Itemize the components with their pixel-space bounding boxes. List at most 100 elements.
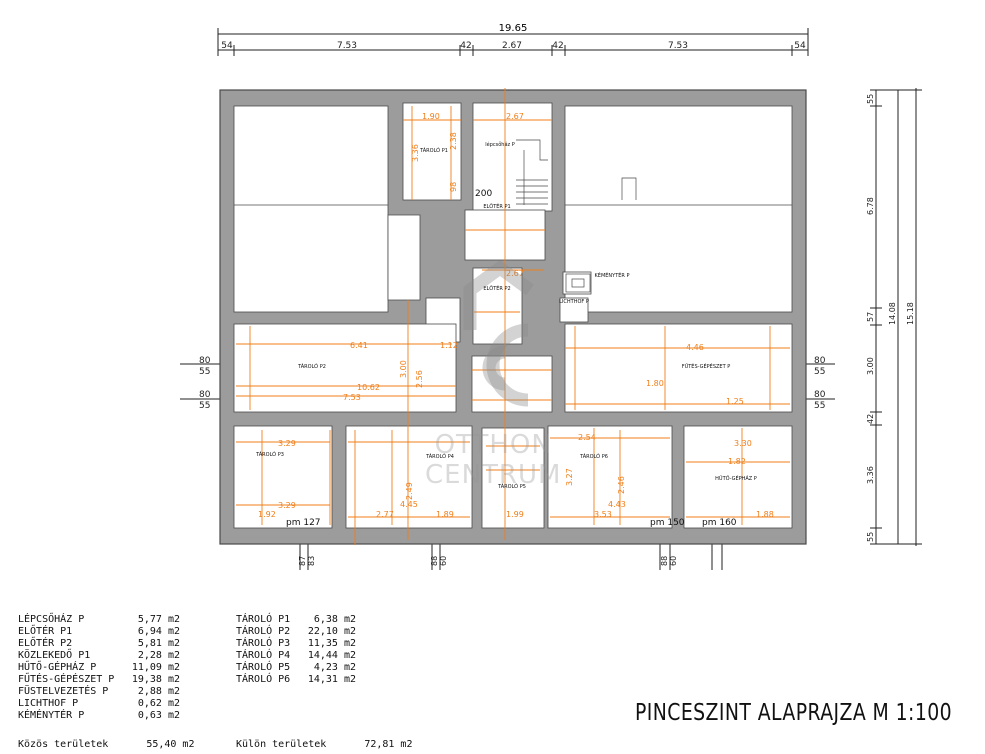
schedule-area: 11,35 m2 xyxy=(307,638,356,649)
ann-13: 3.29 xyxy=(278,439,296,448)
schedule-row: TÁROLÓ P6 14,31 m2 xyxy=(236,674,356,686)
ann-23: 1.88 xyxy=(756,510,774,519)
schedule-row: HŰTŐ-GÉPHÁZ P 11,09 m2 xyxy=(18,662,180,674)
total-common-label: Közös területek xyxy=(18,739,109,750)
ann-7: 6.41 xyxy=(350,341,368,350)
room-label-taroló-p5: TÁROLÓ P5 xyxy=(497,483,526,490)
schedule-name: FŰTÉS-GÉPÉSZET P xyxy=(18,674,115,685)
room-label-eloter-p2: ELŐTÉR P2 xyxy=(483,284,510,292)
ann-8: 1.12 xyxy=(440,341,458,350)
room-taroló-p6 xyxy=(547,425,673,529)
right-dim-outer-1: 15.18 xyxy=(906,302,915,325)
ann-5: 200 xyxy=(475,189,492,199)
room-upper-left-extension xyxy=(387,214,421,301)
top-dimension-lines xyxy=(217,28,809,56)
right-dim-1: 6.78 xyxy=(866,197,875,215)
ann-25: 1.82 xyxy=(728,457,746,466)
ann-21: 1.99 xyxy=(506,510,524,519)
schedule-area: 5,77 m2 xyxy=(137,614,180,625)
right-dim-0: 55 xyxy=(866,94,875,104)
left-opening-2: 80 xyxy=(199,390,211,400)
schedule-name: HŰTŐ-GÉPHÁZ P xyxy=(18,662,97,673)
ann-11: 3.00 xyxy=(399,360,408,378)
room-upper-right-space xyxy=(564,105,793,313)
pm-labels: pm 127 pm 150 pm 160 xyxy=(286,518,737,528)
ann-31: 2.77 xyxy=(376,510,394,519)
ann-6: 2.67 xyxy=(506,269,524,278)
room-taroló-p4 xyxy=(345,425,473,529)
room-label-taroló-p3: TÁROLÓ P3 xyxy=(255,451,284,458)
room-lepcsohaz-p xyxy=(472,102,553,212)
ann-2: 3.36 xyxy=(411,144,420,162)
ann-32: 2.49 xyxy=(405,482,414,500)
room-eloter-p2 xyxy=(472,267,523,345)
right-opening-1: 55 xyxy=(814,367,825,377)
bottom-marker-5: 60 xyxy=(669,556,678,566)
ann-0: 1.90 xyxy=(422,112,440,121)
room-label-taroló-p6: TÁROLÓ P6 xyxy=(579,453,608,460)
room-label-eloter-p1: ELŐTÉR P1 xyxy=(483,202,510,210)
room-taroló-p3 xyxy=(233,425,333,529)
top-dim-5: 7.53 xyxy=(668,41,688,51)
pm-label-0: pm 127 xyxy=(286,518,321,528)
ann-16: 3.27 xyxy=(565,468,574,486)
watermark-text: OTTHON CENTRUM xyxy=(425,430,561,490)
bottom-marker-3: 60 xyxy=(439,556,448,566)
room-futes-gepeszet-p xyxy=(564,323,793,413)
schedule-name: TÁROLÓ P5 xyxy=(236,662,291,673)
schedule-name: KÖZLEKEDŐ P1 xyxy=(18,650,91,661)
schedule-area: 11,09 m2 xyxy=(131,662,180,673)
annotation-lines xyxy=(236,88,790,545)
top-dim-labels: 54 7.53 42 2.67 42 7.53 54 xyxy=(221,41,806,51)
ann-18: 4.45 xyxy=(400,500,418,509)
schedule-area: 19,38 m2 xyxy=(131,674,180,685)
stairs xyxy=(234,139,792,293)
schedule-name: TÁROLÓ P6 xyxy=(236,674,291,685)
right-dim-6: 55 xyxy=(866,532,875,542)
schedule-name: TÁROLÓ P2 xyxy=(236,626,291,637)
bottom-marker-0: 87 xyxy=(298,556,307,566)
ann-26: 1.25 xyxy=(726,397,744,406)
schedule-name: TÁROLÓ P3 xyxy=(236,638,291,649)
left-opening-1: 55 xyxy=(199,367,210,377)
ann-27: 1.80 xyxy=(646,379,664,388)
pm-label-1: pm 150 xyxy=(650,518,685,528)
room-upper-left-space xyxy=(233,105,389,313)
right-opening-3: 55 xyxy=(814,401,825,411)
bottom-marker-4: 88 xyxy=(660,556,669,566)
pm-label-2: pm 160 xyxy=(702,518,737,528)
schedule-area: 5,81 m2 xyxy=(137,638,180,649)
ann-22: 3.53 xyxy=(594,510,612,519)
ann-15: 2.54 xyxy=(578,433,596,442)
watermark-line-2: CENTRUM xyxy=(425,460,562,490)
bottom-marker-labels: 87 83 88 60 88 60 xyxy=(298,556,678,566)
schedule-area: 6,38 m2 xyxy=(313,614,356,625)
schedule-area: 0,62 m2 xyxy=(137,698,180,709)
left-opening-3: 55 xyxy=(199,401,210,411)
room-label-kemenyter-p: KÉMÉNYTÉR P xyxy=(595,271,630,279)
room-lichthof-p xyxy=(559,297,589,323)
ann-28: 4.46 xyxy=(686,343,704,352)
right-opening-0: 80 xyxy=(814,356,826,366)
schedule-area: 0,63 m2 xyxy=(137,710,180,721)
top-dim-3: 2.67 xyxy=(502,41,522,51)
bottom-marker-1: 83 xyxy=(307,556,316,566)
right-dim-outer-0: 14.08 xyxy=(888,302,897,325)
top-dim-6: 54 xyxy=(794,41,806,51)
ann-19: 4.43 xyxy=(608,500,626,509)
schedule-area: 14,31 m2 xyxy=(307,674,356,685)
top-dim-4: 42 xyxy=(552,41,563,51)
right-dim-5: 3.36 xyxy=(866,466,875,484)
room-taroló-p5 xyxy=(481,427,545,529)
right-dim-2: 57 xyxy=(866,312,875,322)
